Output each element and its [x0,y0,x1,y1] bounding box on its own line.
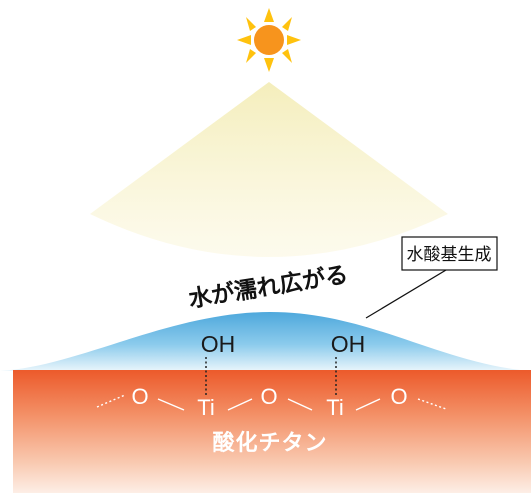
lattice-oxygen-3: O [390,384,407,409]
hydroxyl-callout-text: 水酸基生成 [407,245,492,265]
lattice-bonds [96,394,447,411]
lattice-oxygen-2: O [260,384,277,409]
light-beam [90,82,448,257]
titanium-oxide-substrate [13,370,531,493]
hydroxyl-callout: 水酸基生成 [365,236,498,319]
oh-group-left: OH [201,331,236,357]
lattice-titanium-1: Ti [197,395,215,420]
oh-group-right: OH [331,331,366,357]
lattice-oxygen-1: O [131,384,148,409]
substrate-label: 酸化チタン [212,430,327,456]
water-film [0,312,531,371]
sun-icon [237,8,301,72]
spreading-label: 水が濡れ広がる [187,261,350,313]
lattice-titanium-2: Ti [326,395,344,420]
